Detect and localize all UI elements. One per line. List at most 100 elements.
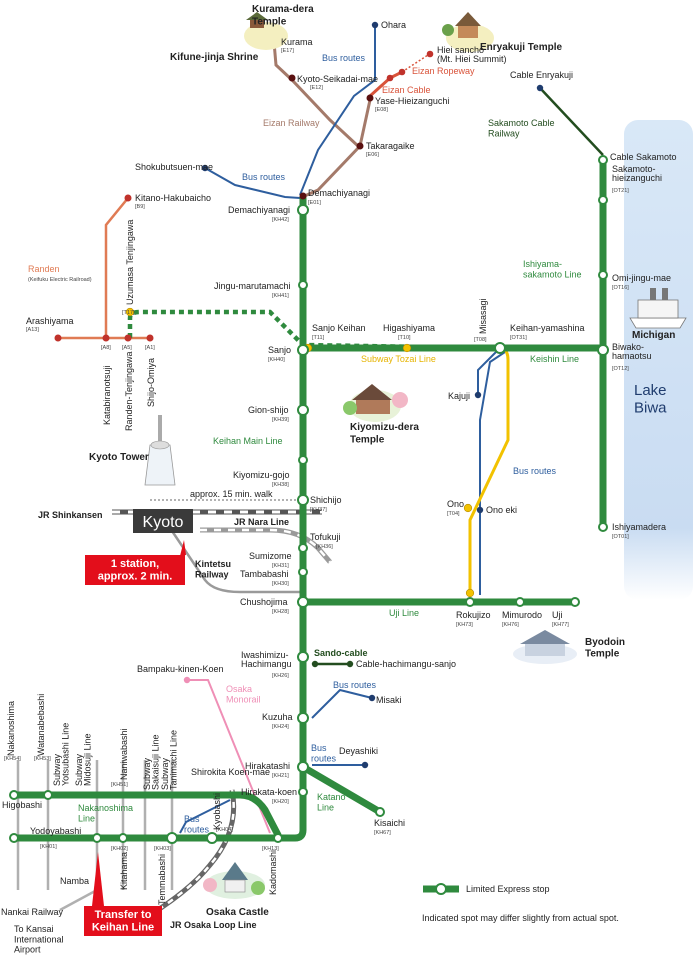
- st-iwashimizu-code: [KH26]: [272, 673, 289, 679]
- station-labels: Ohara Kurama [E17] Kyoto-Seikadai-mae [E…: [2, 20, 677, 905]
- st-hirakatashi: Hirakatashi: [245, 761, 290, 771]
- st-arashiyama: Arashiyama: [26, 316, 74, 326]
- st-biwako-code: [OT12]: [612, 366, 629, 372]
- st-demachiyanagi-e-code: [E01]: [308, 200, 321, 206]
- line-ishiyama-sakamoto: Ishiyama-sakamoto Line: [523, 259, 582, 279]
- legend-symbol: [423, 883, 459, 895]
- st-walk: approx. 15 min. walk: [190, 489, 273, 499]
- line-eizan-railway: Eizan Railway: [263, 118, 320, 128]
- keihan-network: [10, 156, 607, 842]
- st-nakanoshima: Nakanoshima: [6, 701, 16, 756]
- st-uzumasa: Uzumasa Tenjingawa: [125, 220, 135, 305]
- jr-nara-track: [200, 527, 332, 564]
- st-kitano-code: [B9]: [135, 204, 145, 210]
- st-shirokita: Shirokita Koen-mae: [191, 767, 270, 777]
- keihan-station-rings: [9, 155, 609, 844]
- st-kitahama: Kitahama: [119, 852, 129, 890]
- st-cable-sakamoto: Cable Sakamoto: [610, 152, 677, 162]
- one-station-callout: [85, 540, 186, 585]
- st-omi-jingu-code: [OT16]: [612, 285, 629, 291]
- st-tambabashi-code: [KH30]: [272, 581, 289, 587]
- st-keihan-yamashina: Keihan-yamashina: [510, 323, 585, 333]
- st-tofukuji: Tofukuji: [310, 532, 341, 542]
- st-takaragaike: Takaragaike: [366, 141, 415, 151]
- st-higashiyama: Higashiyama: [383, 323, 435, 333]
- line-uji: Uji Line: [389, 608, 419, 618]
- st-kitano: Kitano-Hakubaicho: [135, 193, 211, 203]
- kyoto-station-badge: [133, 509, 193, 533]
- st-gion: Gion-shijo: [248, 405, 289, 415]
- st-chushojima: Chushojima: [240, 597, 288, 607]
- bus-routes-3: Bus routes: [513, 466, 557, 476]
- line-jr-nara: JR Nara Line: [234, 517, 289, 527]
- st-randen-tenjin-code: [A5]: [122, 345, 132, 351]
- line-subway-tozai: Subway Tozai Line: [361, 354, 436, 364]
- st-sumizome: Sumizome: [249, 551, 292, 561]
- st-sakamoto-hz: Sakamoto-hieizanguchi: [612, 164, 662, 183]
- transfer-callout: [84, 852, 162, 936]
- line-keihan-main: Keihan Main Line: [213, 436, 283, 446]
- st-kurama-code: [E17]: [281, 48, 294, 54]
- legend-limited-express: Limited Express stop: [466, 884, 550, 894]
- st-misasagi-code: [T08]: [474, 337, 487, 343]
- st-kadomashi: Kadomashi: [268, 850, 278, 895]
- sakamoto-cable-track: [539, 87, 604, 156]
- kyoto-station-label: Kyoto: [143, 514, 184, 531]
- st-kurama: Kurama: [281, 37, 313, 47]
- st-tambabashi: Tambabashi: [240, 569, 289, 579]
- st-temmabashi-code: [KH03]: [154, 846, 171, 852]
- subway-tozai-track: [127, 309, 491, 351]
- st-ishiyamadera-code: [OT01]: [612, 534, 629, 540]
- lake-biwa-area: [624, 120, 693, 600]
- legend-note: Indicated spot may differ slightly from …: [422, 913, 619, 923]
- st-mimurodo-code: [KH76]: [502, 622, 519, 628]
- landmark-michigan: Michigan: [632, 330, 675, 341]
- st-rokujizo-code: [KH73]: [456, 622, 473, 628]
- st-hirakata-koen-code: [KH20]: [272, 799, 289, 805]
- st-ohara: Ohara: [381, 20, 406, 30]
- michigan-boat-illustration: [629, 288, 687, 329]
- osaka-monorail-track: [187, 679, 271, 834]
- st-ono-eki: Ono eki: [486, 505, 517, 515]
- st-sanjo-code: [KH40]: [268, 357, 285, 363]
- eizan-ropeway-track: [401, 54, 429, 73]
- bus-routes-4: Bus routes: [333, 680, 377, 690]
- st-subway-tanimachi: SubwayTanimachi Line: [160, 730, 179, 790]
- st-bampaku: Bampaku-kinen-Koen: [137, 664, 224, 674]
- one-station-text: 1 station,approx. 2 min.: [98, 558, 173, 583]
- st-randen-tenjin: Randen-Tenjingawa: [124, 351, 134, 431]
- st-kitahama-code: [KH02]: [111, 846, 128, 852]
- tozai-yellow-track: [468, 345, 510, 595]
- nankai-track: [59, 888, 98, 912]
- landmark-osaka-castle: Osaka Castle: [206, 907, 269, 918]
- st-watanabebashi: Watanabebashi: [36, 694, 46, 756]
- bus-routes-2: Bus routes: [242, 172, 286, 182]
- st-kyobashi: Kyobashi: [212, 793, 222, 830]
- st-shokubutsuen: Shokubutsuen-mae: [135, 162, 213, 172]
- st-cable-hachiman: Cable-hachimangu-sanjo: [356, 659, 456, 669]
- st-sanjo-keihan: Sanjo Keihan: [312, 323, 366, 333]
- st-sanjo-keihan-code: [T11]: [312, 335, 325, 341]
- landmark-kyoto-tower: Kyoto Tower: [89, 452, 149, 463]
- jr-osaka-loop-track: [148, 789, 237, 918]
- st-naniwabashi: Naniwabashi: [119, 728, 129, 780]
- st-kajuji: Kajuji: [448, 391, 470, 401]
- st-jingu: Jingu-marutamachi: [214, 281, 291, 291]
- st-gion-code: [KH39]: [272, 417, 289, 423]
- st-kuzuha-code: [KH24]: [272, 724, 289, 730]
- line-eizan-cable: Eizan Cable: [382, 85, 431, 95]
- st-yodoyabashi-code: [KH01]: [40, 844, 57, 850]
- st-kisaichi: Kisaichi: [374, 818, 405, 828]
- st-subway-sakaisuji: SubwaySakaisuji Line: [142, 734, 161, 790]
- st-demachiyanagi-e: Demachiyanagi: [308, 188, 370, 198]
